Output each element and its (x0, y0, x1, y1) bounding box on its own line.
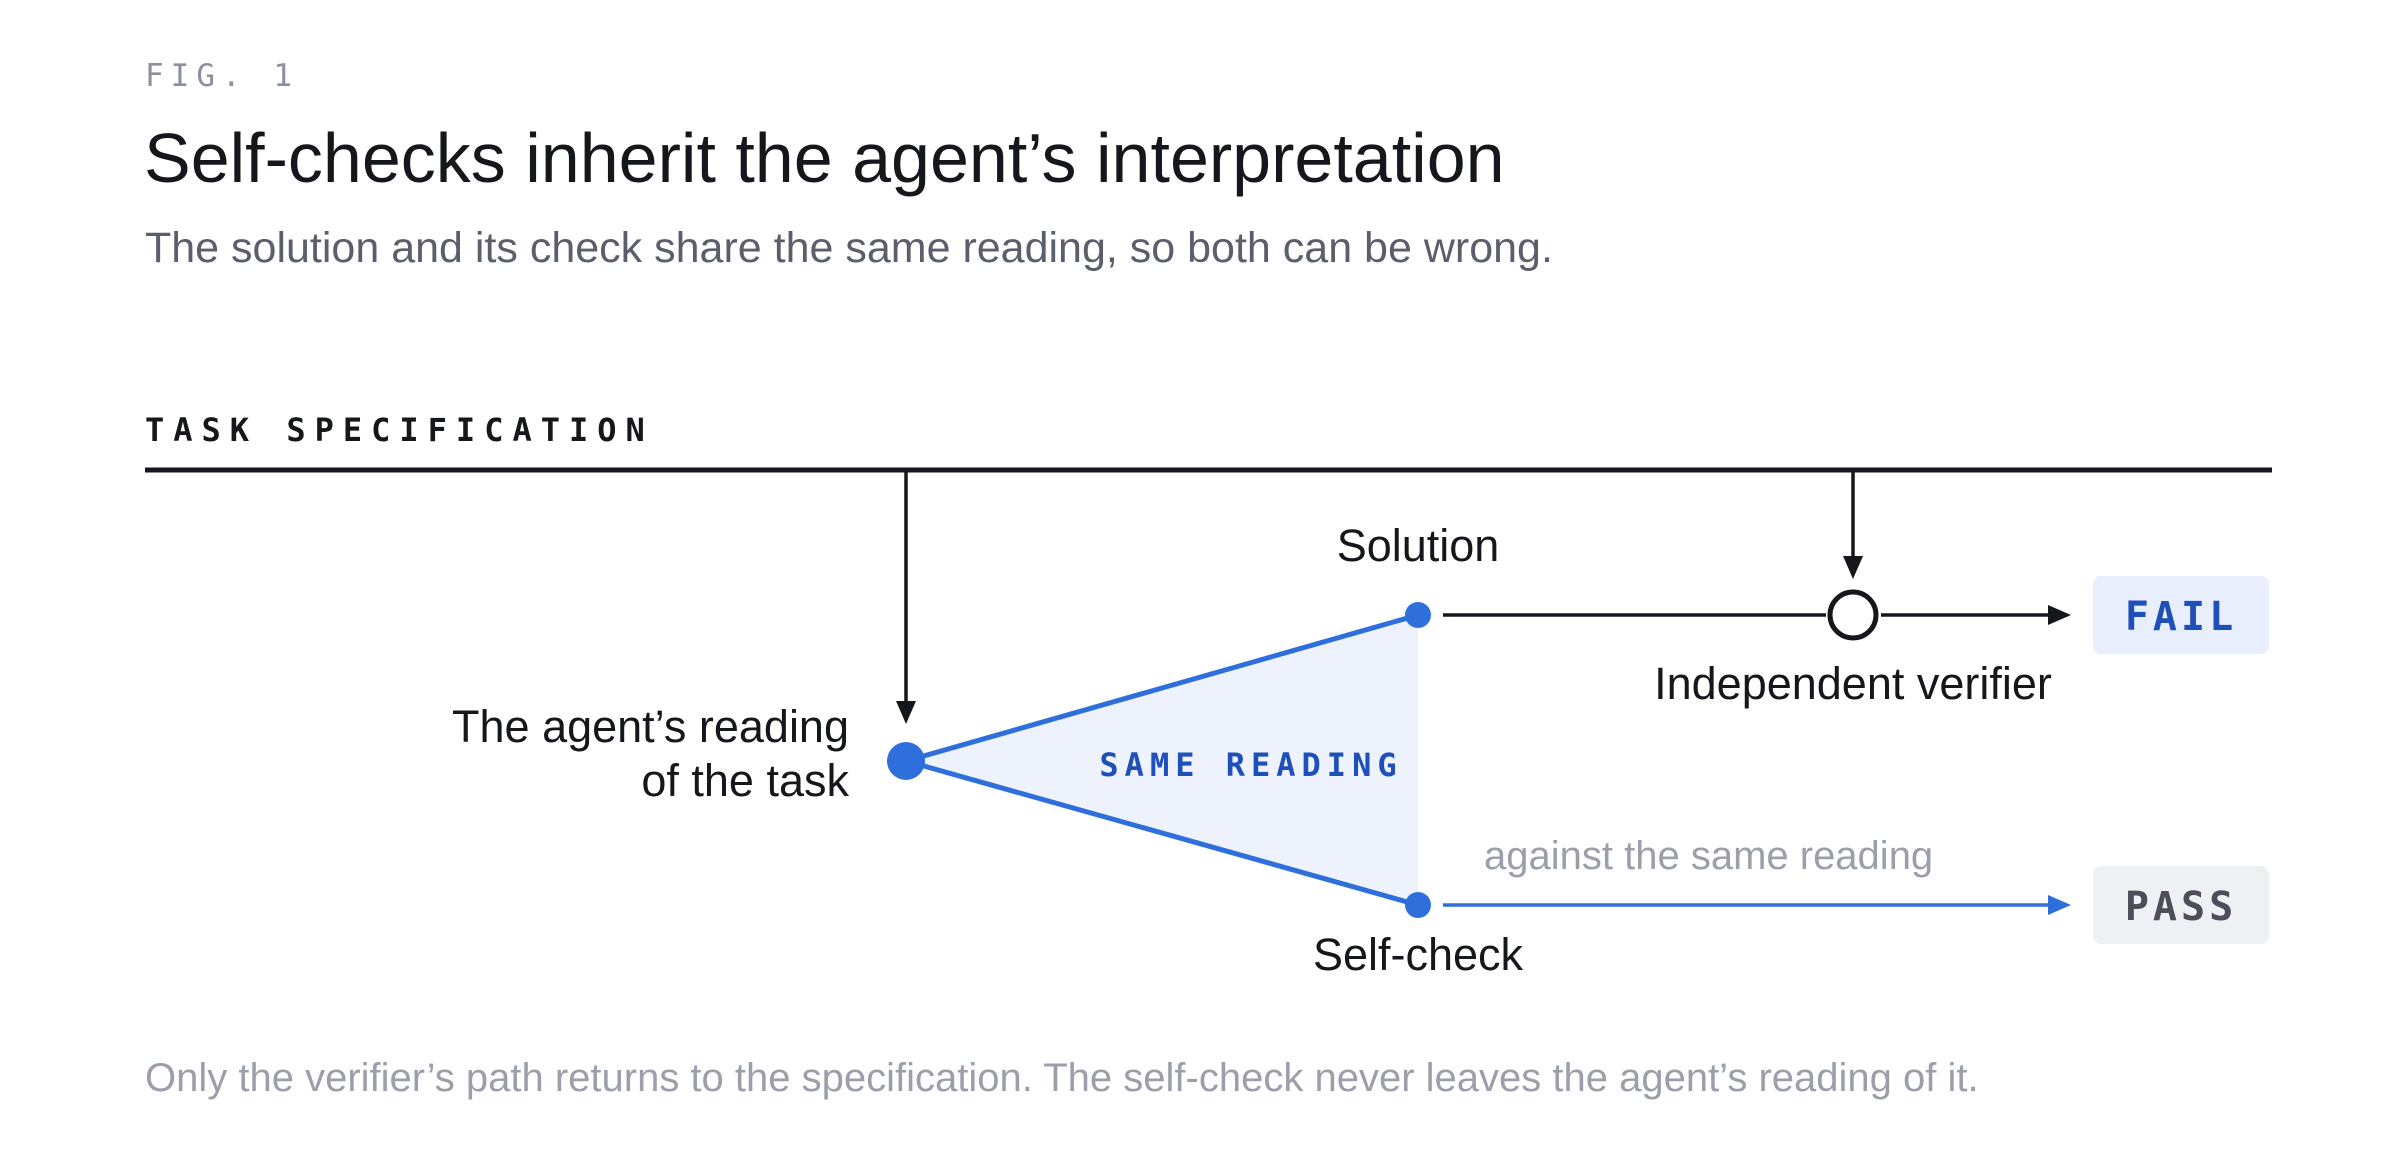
agent-reading-label-line2: of the task (641, 755, 849, 806)
self-check-label: Self-check (1313, 929, 1524, 980)
figure-subtitle: The solution and its check share the sam… (145, 224, 1553, 272)
same-reading-region (906, 615, 1418, 905)
independent-verifier-label: Independent verifier (1654, 658, 2052, 709)
same-reading-label: SAME READING (1099, 746, 1402, 784)
task-specification-label: TASK SPECIFICATION (145, 411, 654, 449)
agent-to-solution-edge (905, 612, 1419, 764)
self-check-edge-label: against the same reading (1484, 834, 1933, 878)
independent-verifier-node (1827, 589, 1879, 641)
agent-to-self-check-edge (905, 758, 1419, 908)
footnote: Only the verifier’s path returns to the … (145, 1056, 1979, 1100)
verifier-to-fail-arrowhead (2048, 605, 2071, 625)
fail-badge-background (2093, 576, 2269, 654)
agent-reading-node (887, 742, 925, 780)
agent-reading-label-line1: The agent’s reading (452, 701, 849, 752)
spec-to-agent-arrowhead (896, 701, 916, 724)
self-check-to-pass-arrowhead (2048, 895, 2071, 915)
solution-label: Solution (1337, 520, 1500, 571)
pass-badge: PASS (2093, 866, 2269, 944)
pass-badge-background (2093, 866, 2269, 944)
fail-badge-text: FAIL (2125, 594, 2237, 640)
pass-badge-text: PASS (2125, 884, 2237, 930)
spec-to-verifier-arrowhead (1843, 556, 1863, 579)
solution-node (1405, 602, 1431, 628)
figure-title: Self-checks inherit the agent’s interpre… (144, 119, 1505, 197)
self-check-node (1405, 892, 1431, 918)
fail-badge: FAIL (2093, 576, 2269, 654)
figure-label: FIG. 1 (145, 58, 299, 94)
